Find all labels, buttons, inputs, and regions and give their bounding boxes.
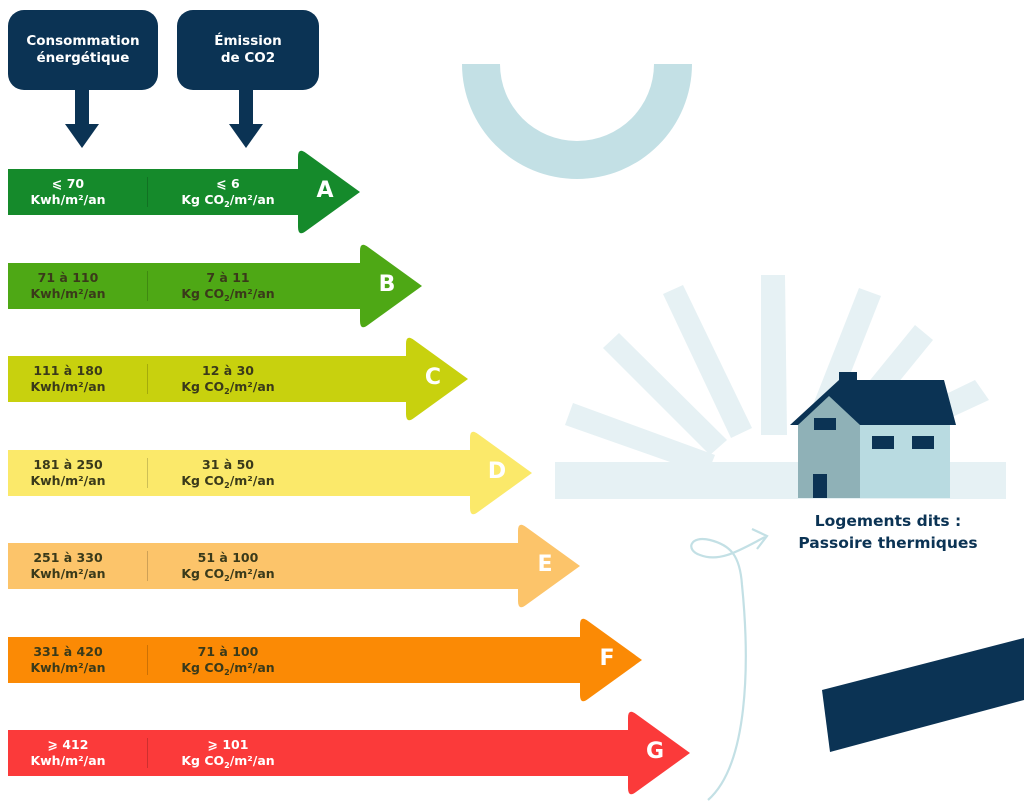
energy-class-letter: F <box>599 646 615 671</box>
consumption-header-line1: Consommation <box>26 33 140 49</box>
energy-class-arrow-shape <box>8 711 690 795</box>
energy-class-divider <box>147 364 148 394</box>
emission-header-line2: de CO2 <box>220 50 276 66</box>
co2-emission-range: 71 à 100 <box>197 644 259 659</box>
consumption-header: Consommation énergétique <box>8 10 158 90</box>
energy-consumption-unit: Kwh/m²/an <box>30 753 106 768</box>
energy-consumption-range: ⩾ 412 <box>47 737 89 752</box>
energy-consumption-unit: Kwh/m²/an <box>30 286 106 301</box>
energy-class-arrow-shape <box>8 244 422 328</box>
consumption-header-line2: énergétique <box>36 50 130 66</box>
energy-consumption-unit: Kwh/m²/an <box>30 192 106 207</box>
co2-emission-range: 7 à 11 <box>206 270 250 285</box>
energy-consumption-unit: Kwh/m²/an <box>30 660 106 675</box>
co2-emission-range: ⩾ 101 <box>207 737 249 752</box>
energy-class-divider <box>147 645 148 675</box>
energy-consumption-range: 331 à 420 <box>33 644 103 659</box>
energy-class-arrow-shape <box>8 618 642 702</box>
emission-down-arrow-icon <box>229 88 263 148</box>
energy-consumption-unit: Kwh/m²/an <box>30 473 106 488</box>
co2-emission-unit: Kg CO2/m²/an <box>181 286 275 303</box>
co2-emission-unit: Kg CO2/m²/an <box>181 660 275 677</box>
co2-emission-unit: Kg CO2/m²/an <box>181 753 275 770</box>
co2-emission-range: 31 à 50 <box>202 457 254 472</box>
co2-emission-unit: Kg CO2/m²/an <box>181 192 275 209</box>
energy-class-divider <box>147 271 148 301</box>
co2-emission-unit: Kg CO2/m²/an <box>181 566 275 583</box>
house-label-line1: Logements dits : <box>814 512 962 530</box>
house-label-line2: Passoire thermiques <box>798 534 978 552</box>
energy-class-letter: G <box>645 739 665 764</box>
co2-emission-unit: Kg CO2/m²/an <box>181 473 275 490</box>
energy-class-divider <box>147 551 148 581</box>
emission-header: Émission de CO2 <box>177 10 319 90</box>
curly-arrow-icon <box>690 528 769 801</box>
energy-class-letter: C <box>424 365 442 390</box>
co2-emission-range: 12 à 30 <box>202 363 254 378</box>
energy-consumption-range: 251 à 330 <box>33 550 103 565</box>
energy-class-divider <box>147 177 148 207</box>
half-ring-decoration <box>462 64 692 179</box>
energy-consumption-unit: Kwh/m²/an <box>30 566 106 581</box>
co2-emission-unit: Kg CO2/m²/an <box>181 379 275 396</box>
co2-emission-range: ⩽ 6 <box>216 176 240 191</box>
co2-emission-range: 51 à 100 <box>197 550 259 565</box>
energy-consumption-range: 181 à 250 <box>33 457 103 472</box>
energy-consumption-range: 71 à 110 <box>37 270 99 285</box>
consumption-down-arrow-icon <box>65 88 99 148</box>
energy-class-letter: D <box>487 459 507 484</box>
energy-class-arrow-shape <box>8 431 532 515</box>
energy-consumption-range: ⩽ 70 <box>51 176 85 191</box>
energy-class-letter: A <box>316 178 334 203</box>
energy-consumption-unit: Kwh/m²/an <box>30 379 106 394</box>
energy-class-arrow-shape <box>8 337 468 421</box>
house-icon <box>790 372 956 498</box>
house-label: Logements dits : Passoire thermiques <box>768 510 1008 554</box>
navy-banner-decoration <box>822 638 1024 752</box>
energy-class-letter: E <box>537 552 553 577</box>
energy-class-arrow-shape <box>8 150 360 234</box>
energy-class-letter: B <box>378 272 396 297</box>
energy-consumption-range: 111 à 180 <box>33 363 103 378</box>
energy-class-divider <box>147 738 148 768</box>
emission-header-line1: Émission <box>214 33 282 49</box>
energy-class-arrow-shape <box>8 524 580 608</box>
energy-class-divider <box>147 458 148 488</box>
